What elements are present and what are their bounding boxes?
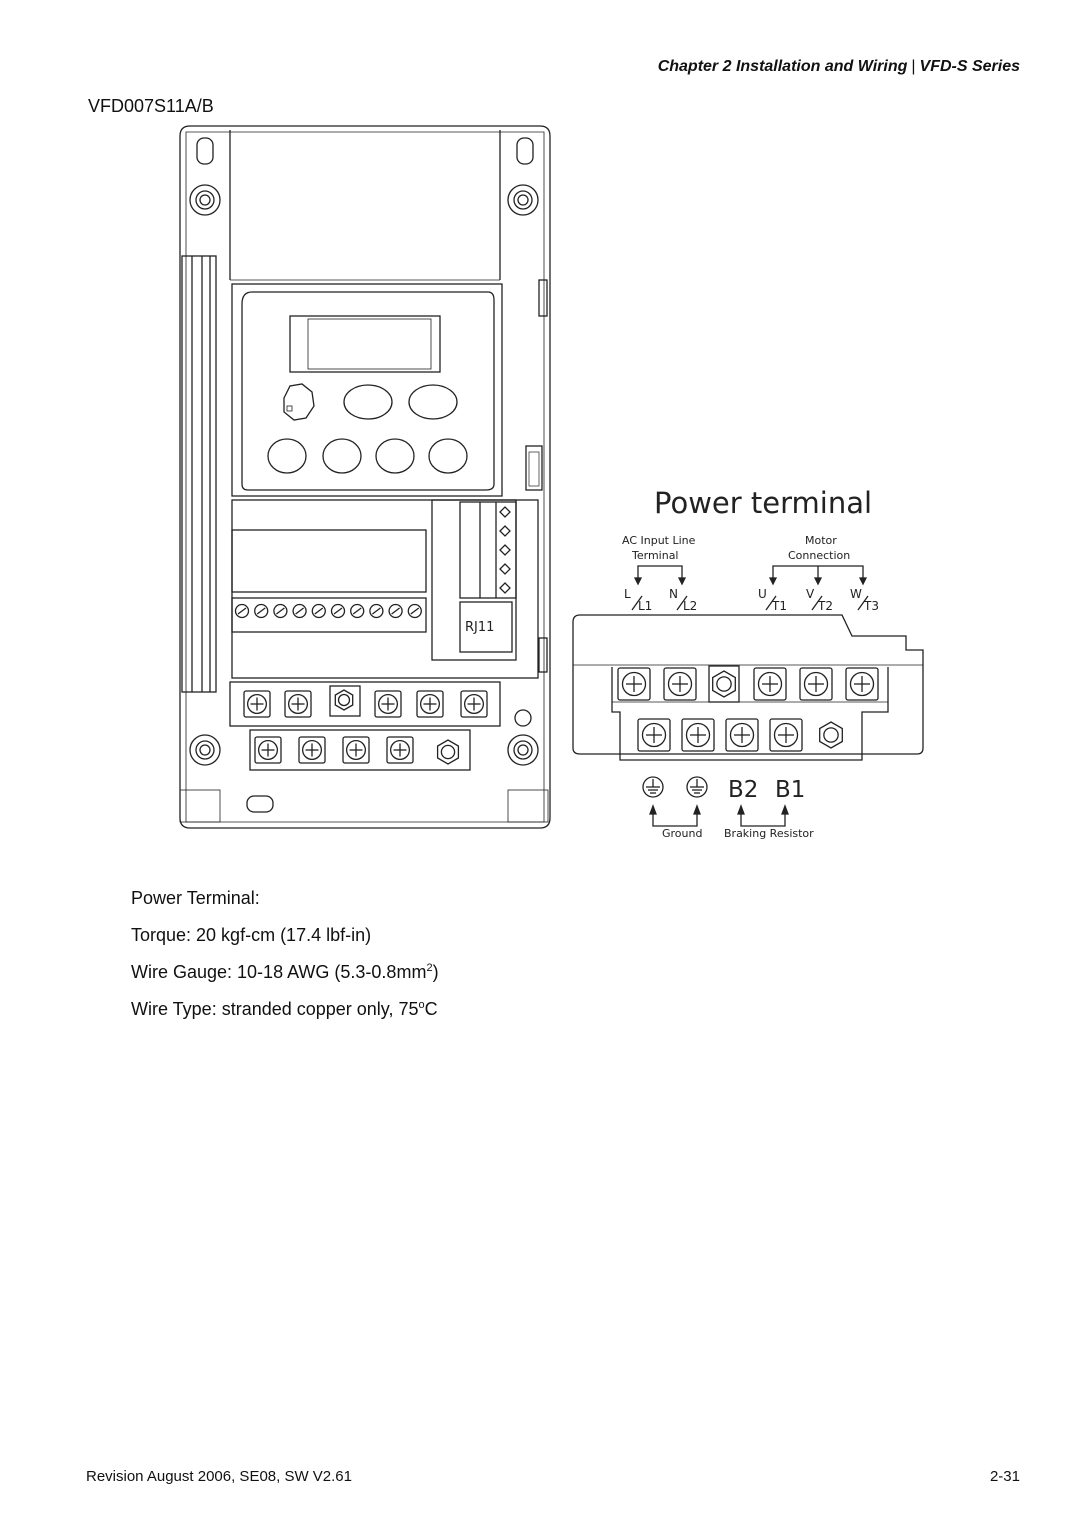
top-arrows bbox=[633, 565, 868, 586]
model-title: VFD007S11A/B bbox=[88, 96, 214, 116]
control-screw bbox=[292, 603, 307, 619]
power-terminal-screw bbox=[725, 718, 759, 752]
drive-terminal-screw bbox=[243, 690, 271, 718]
wire-type-spec: Wire Type: stranded copper only, 75oC bbox=[131, 991, 439, 1028]
drive-terminal-nut bbox=[334, 689, 354, 711]
svg-text:V: V bbox=[806, 587, 815, 601]
svg-text:T1: T1 bbox=[771, 599, 787, 613]
power-terminal-screw bbox=[769, 718, 803, 752]
svg-text:L: L bbox=[624, 587, 631, 601]
page-header: Chapter 2 Installation and Wiring|VFD-S … bbox=[658, 58, 1020, 76]
power-terminal-screw bbox=[617, 667, 651, 701]
svg-text:T3: T3 bbox=[863, 599, 879, 613]
power-terminal-screw bbox=[637, 718, 671, 752]
control-screw bbox=[234, 603, 250, 619]
ac-input-label-line1: AC Input Line bbox=[622, 534, 696, 547]
wire-type-degree: o bbox=[418, 999, 425, 1011]
diamond-marker bbox=[499, 506, 511, 518]
drive-terminal-screw bbox=[254, 736, 282, 764]
braking-resistor-label: Braking Resistor bbox=[724, 827, 814, 840]
control-screw bbox=[407, 603, 422, 619]
keypad-panel bbox=[231, 283, 503, 497]
torque-spec: Torque: 20 kgf-cm (17.4 lbf-in) bbox=[131, 925, 372, 945]
ground-label: Ground bbox=[662, 827, 702, 840]
power-terminal-screw bbox=[845, 667, 879, 701]
wire-gauge-superscript: 2 bbox=[426, 962, 433, 974]
svg-text:L1: L1 bbox=[638, 599, 652, 613]
wire-gauge-text: Wire Gauge: 10-18 AWG (5.3-0.8mm bbox=[131, 962, 427, 982]
motor-label-line1: Motor bbox=[805, 534, 837, 547]
drive-outline bbox=[179, 125, 551, 829]
corner-screws bbox=[189, 184, 539, 766]
control-screw bbox=[254, 603, 269, 619]
control-screw bbox=[388, 603, 403, 619]
control-screw bbox=[369, 603, 384, 619]
series-name: VFD-S Series bbox=[919, 58, 1020, 75]
header-separator: | bbox=[911, 58, 916, 75]
vent-slot-lower bbox=[538, 637, 548, 673]
specs-title: Power Terminal: bbox=[131, 888, 260, 908]
side-rail bbox=[181, 255, 217, 693]
ground-icon bbox=[642, 776, 664, 798]
svg-text:T2: T2 bbox=[817, 599, 833, 613]
control-screw bbox=[330, 603, 346, 619]
svg-text:W: W bbox=[850, 587, 862, 601]
drive-terminal-screw bbox=[416, 690, 444, 718]
drive-terminal-screw bbox=[284, 690, 312, 718]
wire-gauge-close: ) bbox=[432, 962, 439, 982]
svg-text:U: U bbox=[758, 587, 767, 601]
rj11-diamond-markers bbox=[499, 506, 511, 594]
wire-type-unit: C bbox=[424, 999, 438, 1019]
power-terminal-nut bbox=[819, 721, 843, 749]
drive-terminal-screw bbox=[298, 736, 326, 764]
diagram-title: Power terminal bbox=[654, 486, 872, 520]
svg-text:L2: L2 bbox=[683, 599, 697, 613]
bottom-arrows bbox=[649, 804, 789, 827]
vent-slot-middle bbox=[525, 445, 543, 491]
rj11-label: RJ11 bbox=[465, 620, 494, 635]
control-screw bbox=[273, 603, 288, 619]
power-terminal-block bbox=[572, 614, 924, 761]
power-terminal-screw bbox=[681, 718, 715, 752]
control-screws bbox=[234, 603, 422, 619]
diamond-marker bbox=[499, 544, 511, 556]
control-screw bbox=[311, 603, 326, 619]
drive-terminal-nut bbox=[436, 739, 460, 765]
vent-slot-upper bbox=[538, 279, 548, 317]
revision-footer: Revision August 2006, SE08, SW V2.61 bbox=[86, 1468, 352, 1485]
drive-terminal-screw bbox=[460, 690, 488, 718]
terminal-label-V: V T2 bbox=[806, 587, 833, 613]
drive-terminal-screw bbox=[386, 736, 414, 764]
page-number: 2-31 bbox=[989, 1468, 1020, 1485]
drive-terminal-screw bbox=[374, 690, 402, 718]
diamond-marker bbox=[499, 525, 511, 537]
power-terminal-screw bbox=[663, 667, 697, 701]
power-terminal-nut bbox=[712, 670, 736, 698]
diamond-marker bbox=[499, 582, 511, 594]
motor-label-line2: Connection bbox=[788, 549, 850, 562]
terminal-b2-label: B2 bbox=[728, 777, 758, 803]
power-terminal-specs: Power Terminal: Torque: 20 kgf-cm (17.4 … bbox=[131, 880, 439, 1028]
terminal-b1-label: B1 bbox=[775, 777, 805, 803]
terminal-label-W: W T3 bbox=[850, 587, 879, 613]
drive-terminal-block bbox=[229, 681, 501, 771]
terminal-label-U: U T1 bbox=[758, 587, 787, 613]
svg-text:N: N bbox=[669, 587, 678, 601]
terminal-label-N: N L2 bbox=[669, 587, 697, 613]
drive-terminal-screw bbox=[342, 736, 370, 764]
wire-gauge-spec: Wire Gauge: 10-18 AWG (5.3-0.8mm2) bbox=[131, 954, 439, 991]
ac-input-label-line2: Terminal bbox=[631, 549, 679, 562]
power-terminal-screws bbox=[617, 667, 879, 752]
power-terminal-screw bbox=[799, 667, 833, 701]
drive-terminal-screws bbox=[243, 689, 488, 765]
control-screw bbox=[350, 603, 365, 619]
diamond-marker bbox=[499, 563, 511, 575]
power-terminal-screw bbox=[753, 667, 787, 701]
wire-type-text: Wire Type: stranded copper only, 75 bbox=[131, 999, 419, 1019]
terminal-label-L: L L1 bbox=[624, 587, 652, 613]
control-terminal-area bbox=[231, 499, 539, 679]
ground-icon bbox=[686, 776, 708, 798]
chapter-title: Chapter 2 Installation and Wiring bbox=[657, 58, 908, 75]
